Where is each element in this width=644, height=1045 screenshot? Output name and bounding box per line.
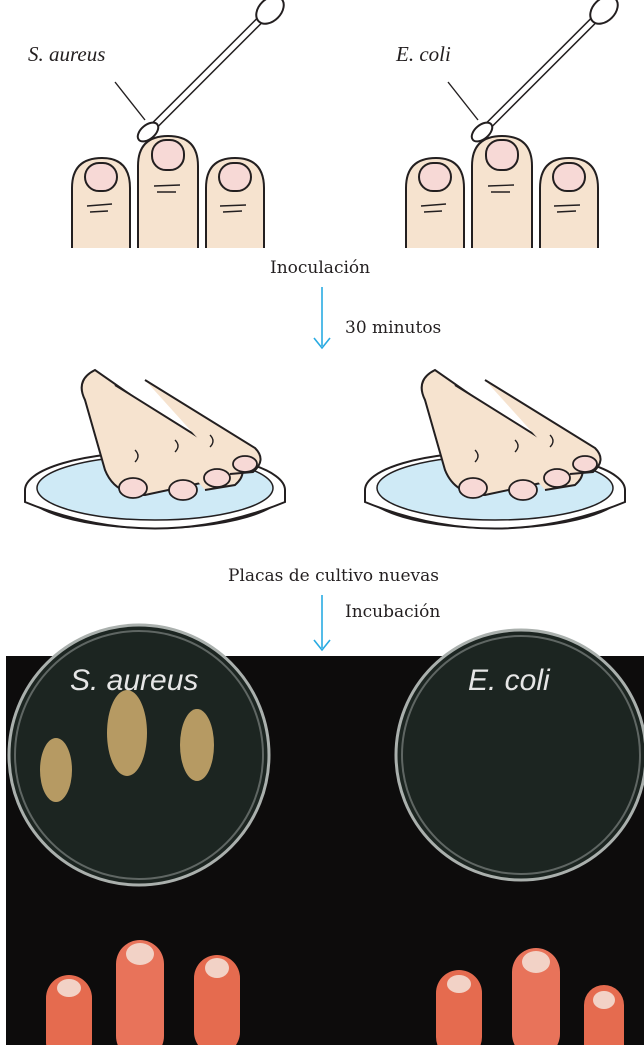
arrow-down-icon bbox=[314, 595, 330, 650]
colony bbox=[40, 738, 72, 802]
step-inoculation-label: Inoculación bbox=[270, 258, 370, 278]
step-new-plates-label: Placas de cultivo nuevas bbox=[228, 566, 439, 586]
step-time-label: 30 minutos bbox=[345, 318, 441, 338]
photo-left-label: S. aureus bbox=[70, 664, 198, 698]
right-swab-label: E. coli bbox=[396, 42, 451, 67]
left-swab-label: S. aureus bbox=[28, 42, 105, 67]
left-fingers-illustration bbox=[72, 0, 289, 248]
photo-right-label: E. coli bbox=[468, 664, 550, 698]
step-incubation-label: Incubación bbox=[345, 602, 440, 622]
right-pointer-line bbox=[448, 82, 478, 120]
arrow-down-icon bbox=[314, 287, 330, 348]
colony bbox=[180, 709, 214, 781]
left-plate-hand-illustration bbox=[25, 370, 285, 529]
right-plate-hand-illustration bbox=[365, 370, 625, 529]
right-fingers-illustration bbox=[406, 0, 623, 248]
colony bbox=[107, 690, 147, 776]
left-pointer-line bbox=[115, 82, 145, 120]
